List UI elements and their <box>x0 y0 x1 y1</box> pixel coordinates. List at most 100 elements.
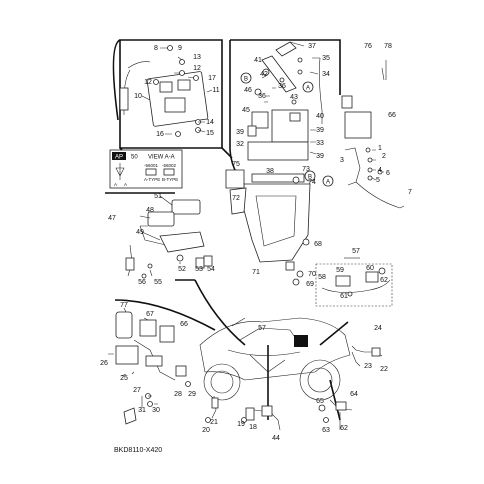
callout-35: 35 <box>322 55 330 62</box>
callout-1: 1 <box>378 145 382 152</box>
callout-68: 68 <box>314 241 322 248</box>
pad-75 <box>225 169 245 189</box>
callout-16: 16 <box>156 131 164 138</box>
callout-57b: 57 <box>258 325 266 332</box>
callout-9: 9 <box>178 45 182 52</box>
bolt-70 <box>296 270 304 278</box>
callout-59: 59 <box>336 267 344 274</box>
leader-37 <box>289 41 305 47</box>
callout-29: 29 <box>188 391 196 398</box>
bolt-29 <box>185 381 191 387</box>
detail-box-dashed <box>315 263 393 307</box>
frame-curve-left <box>112 39 121 121</box>
clip-74 <box>292 176 300 184</box>
callout-75: 75 <box>232 161 240 168</box>
legend-section-arrow <box>115 163 125 180</box>
cable-40 <box>319 57 323 124</box>
legend-title: VIEW A-A <box>148 155 175 161</box>
atv-ecu-highlight <box>294 335 308 347</box>
frame-right-down <box>319 321 349 346</box>
callout-17: 17 <box>208 75 216 82</box>
bolt-34 <box>297 69 303 75</box>
leader-lines-switch <box>139 195 181 277</box>
callout-46: 46 <box>244 87 252 94</box>
callout-5: 5 <box>376 177 380 184</box>
callout-27: 27 <box>133 387 141 394</box>
callout-63: 63 <box>322 427 330 434</box>
bolt-42 <box>279 77 285 83</box>
drawing-code: BKD8110-X420 <box>114 447 162 454</box>
callout-13: 13 <box>193 54 201 61</box>
callout-39a: 39 <box>236 129 244 136</box>
frame-right-low <box>329 379 341 421</box>
band-76 <box>381 67 385 81</box>
legend-code-right: -56002 <box>162 163 177 168</box>
callout-12b: 12 <box>144 79 152 86</box>
callout-33: 33 <box>316 140 324 147</box>
callout-3: 3 <box>340 157 344 164</box>
part-63 <box>323 417 329 423</box>
callout-57: 57 <box>352 248 360 255</box>
marker-b-lower <box>304 170 316 182</box>
handlebar-switch-assembly <box>125 195 213 279</box>
frame-relay-top <box>114 299 216 331</box>
callout-56: 56 <box>138 279 146 286</box>
relay-a <box>159 81 173 93</box>
callout-37: 37 <box>308 43 316 50</box>
atv-front-hub <box>210 370 234 394</box>
nut-12 <box>179 70 185 76</box>
pad-72 <box>229 187 247 215</box>
callout-38: 38 <box>266 168 274 175</box>
atv-body <box>199 317 351 381</box>
callout-7: 7 <box>408 189 412 196</box>
callout-31: 31 <box>138 407 146 414</box>
screw-52 <box>176 254 184 262</box>
callout-66a: 66 <box>388 112 396 119</box>
harness-58 <box>321 279 391 293</box>
callout-74: 74 <box>308 179 316 186</box>
switch-51 <box>171 199 201 215</box>
callout-73: 73 <box>302 166 310 173</box>
legend-section-a2: A <box>124 182 127 187</box>
callout-39c: 39 <box>316 153 324 160</box>
cover-77 <box>115 311 133 339</box>
battery-tray-32 <box>247 141 309 161</box>
connector-47 <box>125 257 135 271</box>
callout-51: 51 <box>154 193 162 200</box>
legend-code-left: -56001 <box>144 163 159 168</box>
legend-symbol-left <box>145 168 157 176</box>
legend-type-left: A-TYPE <box>144 177 160 182</box>
part-65 <box>318 404 326 412</box>
screw-55 <box>147 263 153 269</box>
atv-front-wheel <box>203 363 241 401</box>
callout-64: 64 <box>350 391 358 398</box>
callout-53: 53 <box>195 266 203 273</box>
bolt-9 <box>167 45 173 51</box>
relay-28 <box>175 365 187 377</box>
callout-24: 24 <box>374 325 382 332</box>
marker-b-upper-label: B <box>244 77 248 83</box>
regulator-26 <box>115 345 139 365</box>
callout-22: 22 <box>380 366 388 373</box>
callout-47: 47 <box>108 215 116 222</box>
frame-switch-down <box>194 279 246 346</box>
marker-b-top-part <box>262 68 270 76</box>
sensor-64 <box>335 401 347 411</box>
callout-42: 42 <box>260 71 268 78</box>
callout-15: 15 <box>206 130 214 137</box>
relay-66b <box>159 325 175 343</box>
switch-48 <box>147 211 175 227</box>
part-61 <box>347 291 353 297</box>
view-a-a-legend: AP 50 VIEW A-A -56001 -56002 A-TYPE B-TY… <box>109 149 183 189</box>
sensor-assembly-bottom <box>205 395 281 431</box>
bolt-68 <box>302 238 310 246</box>
switch-44-body <box>261 405 273 417</box>
legend-type-right: B-TYPE <box>162 177 178 182</box>
ecu-harness-assembly <box>119 45 213 137</box>
fuse-block <box>164 97 186 113</box>
callout-34: 34 <box>322 71 330 78</box>
callout-25: 25 <box>120 375 128 382</box>
legend-callout-50: 50 <box>131 155 138 161</box>
